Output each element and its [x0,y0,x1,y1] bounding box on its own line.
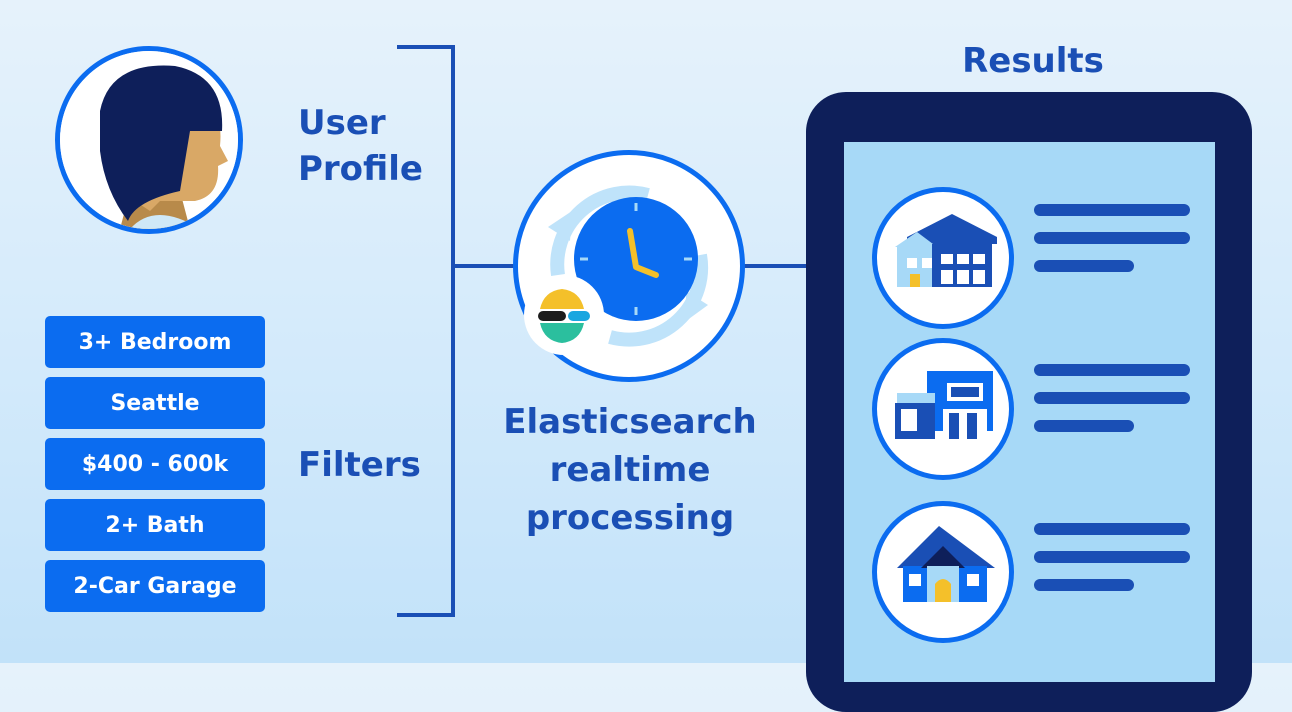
result-item-3-text-line-3 [1034,579,1134,591]
result-item-3-text-line-1 [1034,523,1190,535]
filter-chip-bedroom[interactable]: 3+ Bedroom [45,316,265,368]
result-item-1-image[interactable] [872,187,1014,329]
connector-right [743,264,807,268]
cottage-house-icon [897,526,995,602]
processing-label-line3: processing [525,498,735,538]
result-item-2-image[interactable] [872,338,1014,480]
results-screen [844,142,1215,682]
processing-circle [513,150,745,382]
result-item-3-image[interactable] [872,501,1014,643]
connector-left [455,264,517,268]
filters-label: Filters [298,445,421,485]
modern-house-icon [895,371,993,439]
bracket-bottom [397,613,455,617]
house-icon [895,214,997,287]
result-item-3-text-line-2 [1034,551,1190,563]
bracket-vertical [451,45,455,617]
bracket-top [397,45,455,49]
filter-chip-location[interactable]: Seattle [45,377,265,429]
filter-chip-bath[interactable]: 2+ Bath [45,499,265,551]
clock-refresh-icon [548,185,709,347]
result-item-2-text-line-3 [1034,420,1134,432]
result-item-2-text-line-2 [1034,392,1190,404]
results-title: Results [962,41,1104,81]
filter-list: 3+ Bedroom Seattle $400 - 600k 2+ Bath 2… [45,316,265,621]
result-item-2-text-line-1 [1034,364,1190,376]
result-item-1-text-line-1 [1034,204,1190,216]
processing-label-line1: Elasticsearch [503,402,757,442]
user-profile-label-line2: Profile [298,149,423,189]
user-avatar [55,46,243,234]
result-item-1-text-line-3 [1034,260,1134,272]
user-silhouette-icon [60,51,238,229]
user-profile-label: User Profile [298,100,423,192]
processing-label-line2: realtime [549,450,711,490]
user-profile-label-line1: User [298,103,386,143]
processing-label: Elasticsearch realtime processing [480,398,780,542]
result-item-1-text-line-2 [1034,232,1190,244]
filter-chip-price[interactable]: $400 - 600k [45,438,265,490]
filter-chip-garage[interactable]: 2-Car Garage [45,560,265,612]
elasticsearch-logo-icon [524,275,604,355]
